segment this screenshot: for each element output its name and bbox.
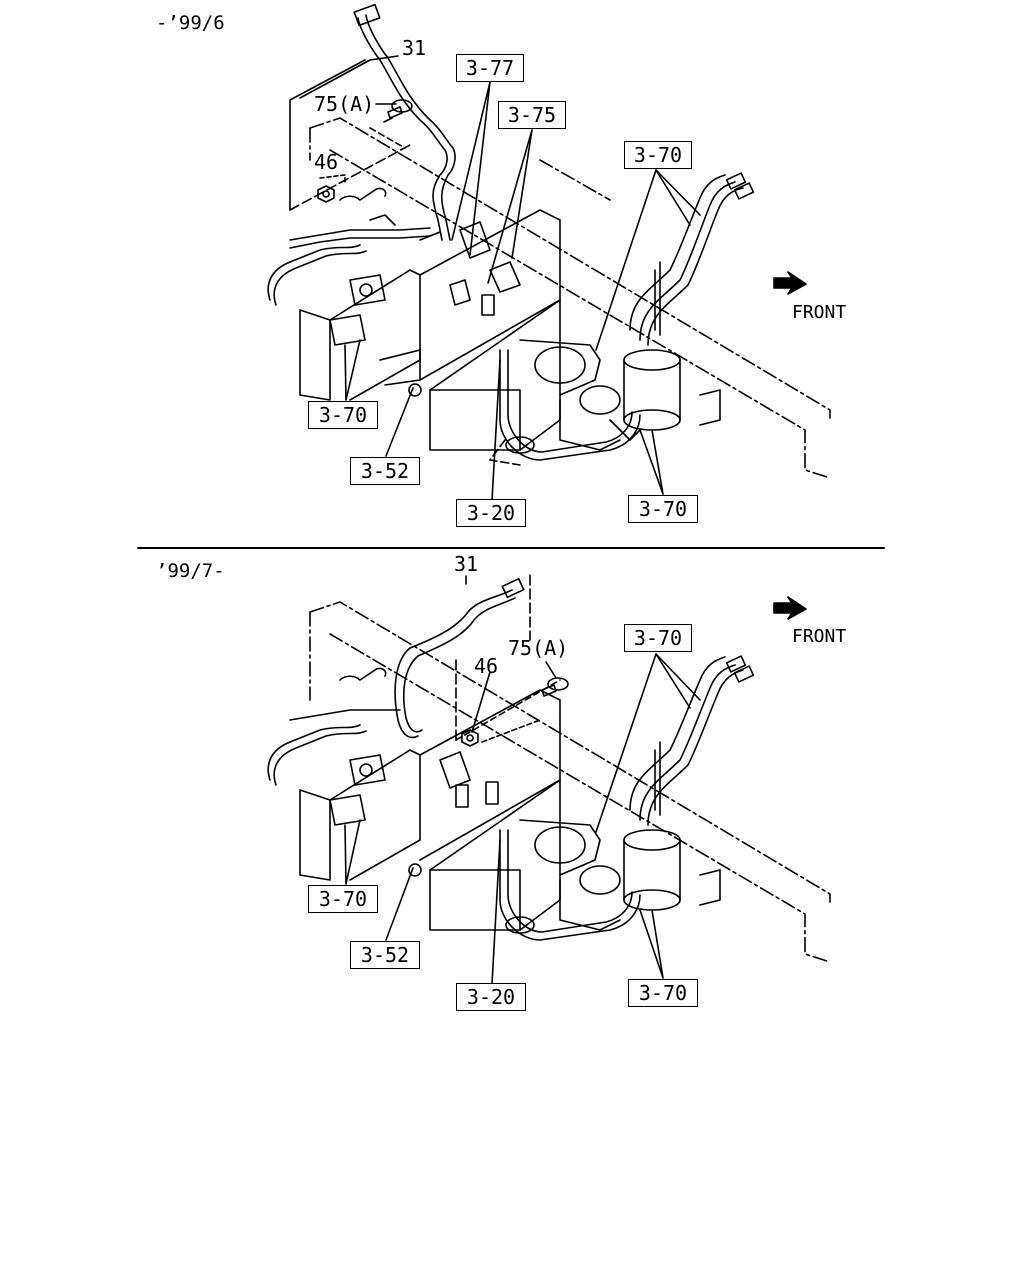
callout-3-20-b[interactable]: 3-20 [456,983,526,1011]
callout-3-52-b[interactable]: 3-52 [350,941,420,969]
callout-3-52[interactable]: 3-52 [350,457,420,485]
callout-3-70-left-b[interactable]: 3-70 [308,885,378,913]
leader-75a-b [545,661,557,679]
front-arrow-icon [773,596,807,620]
leader-3-52 [385,387,414,457]
leader-3-70-left [344,339,361,401]
leader-3-75 [487,129,533,284]
top-assembly-drawing [267,3,831,501]
leader-3-70-top [595,169,701,351]
leader-3-70-left-b [344,819,361,885]
callout-3-77[interactable]: 3-77 [456,54,524,82]
part-label-31-b: 31 [454,552,479,576]
part-label-75a-b: 75(A) [508,636,569,660]
bottom-assembly-drawing [267,574,831,985]
leader-46-b [471,671,491,733]
front-label-b: FRONT [792,626,847,647]
callout-3-70-left[interactable]: 3-70 [308,401,378,429]
callout-3-70-bottom[interactable]: 3-70 [628,495,698,523]
period-label-bottom: ’99/7- [156,560,225,582]
leader-3-70-top-b [595,653,701,833]
leader-3-70-bottom-b [639,909,664,979]
part-label-46: 46 [314,150,339,174]
leader-3-70-bottom [639,429,664,495]
callout-3-70-top-b[interactable]: 3-70 [624,624,692,652]
part-label-75a: 75(A) [314,92,375,116]
part-label-31: 31 [402,36,427,60]
period-label-top: -’99/6 [156,12,225,34]
callout-3-70-bottom-b[interactable]: 3-70 [628,979,698,1007]
callout-3-70-top[interactable]: 3-70 [624,141,692,169]
leader-31 [299,55,399,99]
leader-3-20 [491,359,501,501]
front-arrow-icon [773,271,807,295]
leader-3-52-b [385,867,414,941]
front-label: FRONT [792,302,847,323]
callout-3-75[interactable]: 3-75 [498,101,566,129]
callout-3-20[interactable]: 3-20 [456,499,526,527]
part-label-46-b: 46 [474,654,499,678]
leader-3-20-b [491,839,501,985]
leader-3-77 [451,81,491,256]
